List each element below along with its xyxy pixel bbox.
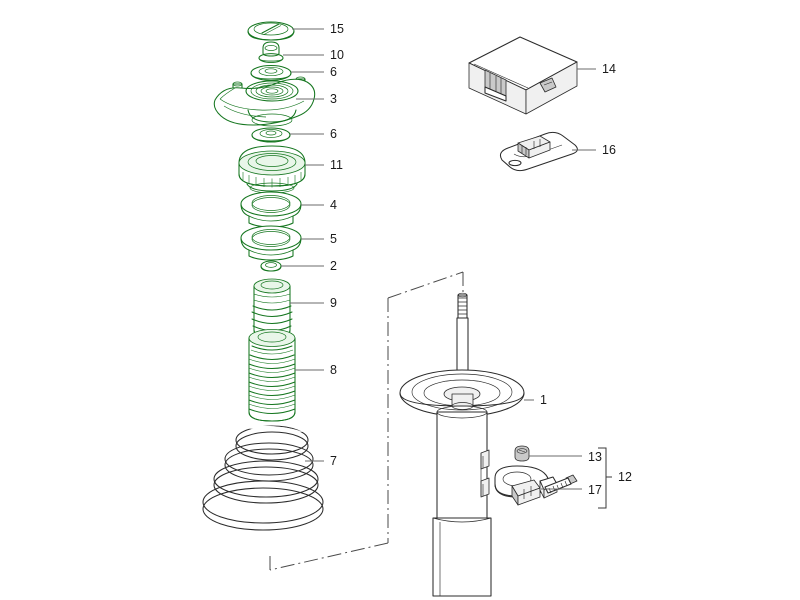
callout-17: 17: [588, 483, 602, 497]
control-module: [468, 36, 578, 115]
callout-2: 2: [330, 259, 337, 273]
callout-3: 3: [330, 92, 337, 106]
strut-mount-bracket: [213, 76, 316, 127]
assembly-boundary-frame: [269, 271, 464, 571]
small-ring: [260, 260, 282, 272]
sensor-bracket: [499, 131, 578, 172]
callout-9: 9: [330, 296, 337, 310]
callout-1: 1: [540, 393, 547, 407]
callout-4: 4: [330, 198, 337, 212]
callout-14: 14: [602, 62, 616, 76]
washer-lower: [251, 127, 291, 143]
coil-spring: [202, 425, 324, 531]
dust-boot: [248, 329, 296, 422]
callout-12: 12: [618, 470, 632, 484]
shock-absorber-strut: [399, 292, 525, 597]
callout-13: 13: [588, 450, 602, 464]
callout-7: 7: [330, 454, 337, 468]
strut-bearing: [238, 145, 306, 194]
callout-11: 11: [330, 158, 343, 172]
washer-upper: [250, 64, 292, 82]
clamp-nut: [514, 445, 530, 462]
callout-labels: 15 10 6 3 6 11 4 5 2 9 8 7 14 16 1 13 12…: [330, 22, 632, 497]
leader-lines: [281, 28, 596, 490]
callout-16: 16: [602, 143, 616, 157]
callout-6-lower: 6: [330, 127, 337, 141]
strut-nut: [258, 41, 284, 63]
callout-8: 8: [330, 363, 337, 377]
spring-pad: [240, 225, 302, 261]
callout-10: 10: [330, 48, 344, 62]
callout-15: 15: [330, 22, 344, 36]
strut-cap: [247, 21, 295, 41]
clamp-kit-bracket: [598, 447, 612, 509]
callout-6-upper: 6: [330, 65, 337, 79]
callout-5: 5: [330, 232, 337, 246]
